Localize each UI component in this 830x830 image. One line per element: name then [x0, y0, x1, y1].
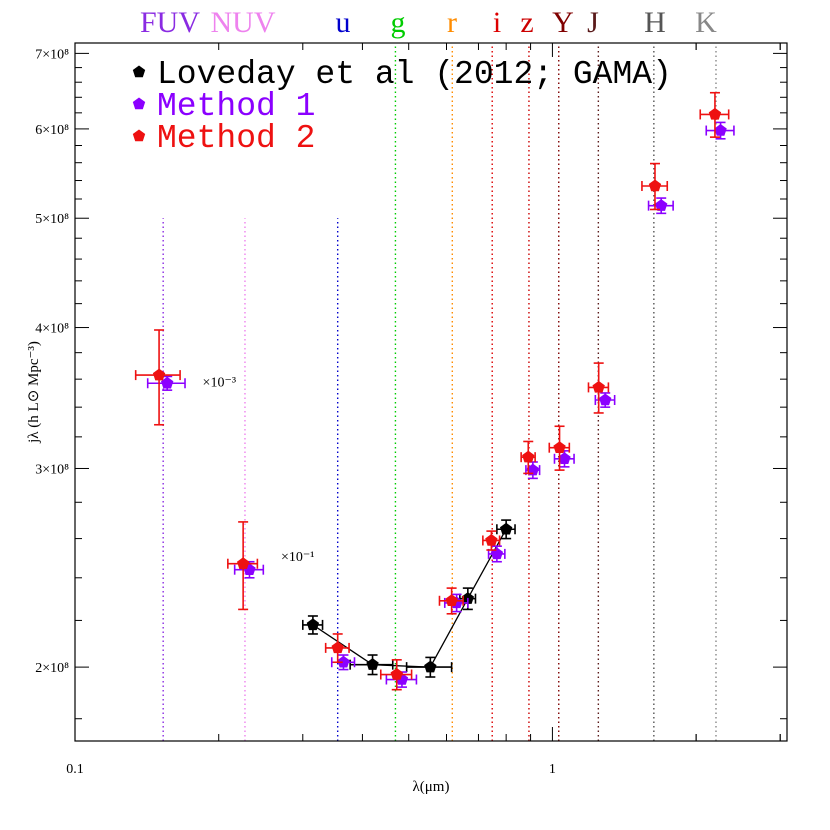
y-tick-label: 6×10⁸	[35, 123, 69, 138]
series-0	[301, 519, 516, 678]
y-tick-label: 4×10⁸	[35, 322, 69, 337]
x-tick-label: 0.1	[66, 762, 84, 777]
band-label-nuv: NUV	[211, 6, 276, 39]
data-point	[306, 618, 320, 631]
y-tick-label: 3×10⁸	[35, 462, 69, 477]
annotations: ×10⁻³ ×10⁻¹	[203, 375, 315, 565]
data-point	[490, 547, 504, 560]
data-point	[236, 557, 250, 569]
legend-label: Loveday et al (2012; GAMA)	[157, 56, 672, 93]
data-point	[714, 124, 727, 136]
data-point	[708, 107, 722, 120]
data-point	[366, 658, 379, 670]
scale-annotation: ×10⁻³	[203, 375, 236, 390]
axes-ticks: 0.1 1 2×10⁸ 3×10⁸ 4×10⁸ 5×10⁸ 6×10⁸ 7×10⁸	[35, 43, 787, 777]
data-point	[526, 463, 540, 476]
series-2	[134, 91, 730, 691]
data-point	[592, 380, 605, 393]
band-label-k: K	[695, 6, 717, 39]
legend-label: Method 2	[157, 120, 315, 157]
data-point	[499, 522, 513, 535]
band-label-g: g	[391, 6, 406, 39]
series-1	[146, 121, 735, 688]
band-label-z: z	[520, 6, 533, 39]
plot-frame	[74, 42, 788, 742]
data-point	[337, 655, 350, 668]
data-point	[152, 368, 166, 381]
legend-marker	[132, 97, 146, 110]
x-tick-label: 1	[549, 762, 556, 777]
legend-marker	[132, 129, 146, 142]
x-axis-label: λ(μm)	[413, 779, 450, 795]
data-point	[485, 533, 498, 546]
legend-marker	[132, 65, 146, 78]
legend: Loveday et al (2012; GAMA)Method 1Method…	[132, 56, 672, 157]
series-layer	[134, 91, 735, 691]
data-point	[445, 594, 458, 607]
data-point	[655, 199, 668, 211]
band-label-j: J	[587, 6, 599, 39]
band-label-y: Y	[552, 6, 574, 39]
data-point	[331, 641, 344, 654]
data-point	[390, 668, 403, 680]
y-axis-label: jλ (h L⊙ Mpc⁻³)	[26, 341, 42, 444]
data-point	[553, 441, 566, 453]
band-label-u: u	[336, 6, 351, 39]
data-point	[599, 393, 612, 406]
data-point	[161, 376, 174, 389]
band-lines	[162, 43, 717, 741]
data-point	[522, 450, 535, 463]
band-label-h: H	[644, 6, 666, 39]
band-label-r: r	[447, 6, 457, 39]
data-point	[648, 179, 662, 192]
y-tick-label: 7×10⁸	[35, 47, 69, 62]
band-label-fuv: FUV	[140, 6, 200, 39]
legend-label: Method 1	[157, 88, 315, 125]
band-label-i: i	[493, 6, 501, 39]
data-point	[558, 452, 571, 465]
data-point	[424, 660, 437, 673]
y-tick-label: 5×10⁸	[35, 212, 69, 227]
y-tick-label: 2×10⁸	[35, 661, 69, 676]
scale-annotation: ×10⁻¹	[281, 550, 314, 565]
